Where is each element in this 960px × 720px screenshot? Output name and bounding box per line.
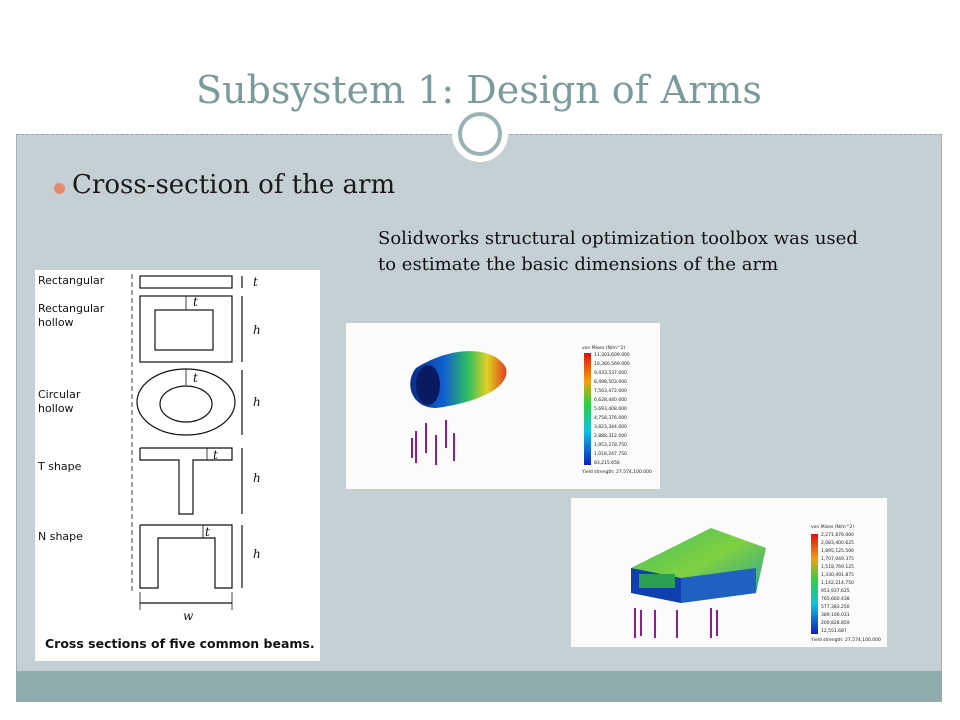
- svg-text:2,888,312.000: 2,888,312.000: [594, 433, 627, 439]
- sim-1-legend: von Mises (N/m^2) 11,303,609.000 10,360,…: [581, 345, 652, 475]
- shape-rect-hollow-inner: [154, 309, 214, 351]
- slide-title: Subsystem 1: Design of Arms: [196, 68, 762, 112]
- simulation-image-2: von Mises (N/m^2) 2,271,876.000 2,083,40…: [571, 498, 887, 647]
- simulation-2-drawing: von Mises (N/m^2) 2,271,876.000 2,083,40…: [631, 524, 881, 643]
- label-circular-hollow-1: Circular: [38, 388, 81, 401]
- sim-1-load-arrows: [411, 420, 455, 465]
- svg-text:5,693,408.000: 5,693,408.000: [594, 406, 627, 412]
- bullet-text: Cross-section of the arm: [72, 170, 396, 200]
- svg-text:11,303,609.000: 11,303,609.000: [594, 352, 630, 358]
- figure-caption: Cross sections of five common beams.: [45, 636, 315, 651]
- svg-text:9,433,537.000: 9,433,537.000: [594, 370, 627, 376]
- shape-n: [139, 524, 233, 589]
- dim-t-1: t: [253, 275, 258, 289]
- label-circular-hollow-2: hollow: [38, 402, 74, 415]
- sim-2-beam-hollow: [639, 574, 675, 588]
- dim-h-2: h: [253, 395, 261, 409]
- sim-2-legend: von Mises (N/m^2) 2,271,876.000 2,083,40…: [810, 524, 881, 643]
- label-rectangular: Rectangular: [38, 274, 105, 287]
- sim-1-part-end: [416, 365, 440, 405]
- bullet-dot: [54, 183, 65, 194]
- svg-text:83,215.656: 83,215.656: [594, 460, 620, 466]
- svg-text:765,660.438: 765,660.438: [821, 596, 850, 602]
- sim-2-beam-side: [681, 568, 756, 603]
- dim-t-2: t: [193, 295, 198, 309]
- label-t-shape: T shape: [37, 460, 82, 473]
- svg-text:1,518,769.125: 1,518,769.125: [821, 564, 854, 570]
- svg-text:von Mises (N/m^2): von Mises (N/m^2): [582, 345, 625, 351]
- dim-h-4: h: [253, 547, 261, 561]
- svg-text:1,707,049.375: 1,707,049.375: [821, 556, 854, 562]
- label-n-shape: N shape: [38, 530, 83, 543]
- svg-text:389,106.031: 389,106.031: [821, 612, 850, 618]
- dim-w: w: [183, 609, 194, 623]
- svg-text:4,758,376.000: 4,758,376.000: [594, 415, 627, 421]
- shape-circular-inner: [159, 385, 213, 423]
- dim-t-3: t: [193, 371, 198, 385]
- svg-text:577,383.250: 577,383.250: [821, 604, 850, 610]
- svg-text:2,083,400.625: 2,083,400.625: [821, 540, 854, 546]
- svg-text:1,330,491.875: 1,330,491.875: [821, 572, 854, 578]
- sim-2-load-arrows: [634, 608, 718, 638]
- footer-band: [16, 671, 942, 702]
- svg-text:1,018,247.750: 1,018,247.750: [594, 451, 627, 457]
- simulation-1-drawing: von Mises (N/m^2) 11,303,609.000 10,360,…: [410, 345, 652, 475]
- simulation-image-1: von Mises (N/m^2) 11,303,609.000 10,360,…: [346, 323, 660, 489]
- label-rectangular-hollow-1: Rectangular: [38, 302, 105, 315]
- title-ring-ornament: [452, 106, 508, 162]
- cross-section-figure: Rectangular Rectangular hollow Circular …: [35, 270, 320, 661]
- svg-text:10,360,569.000: 10,360,569.000: [594, 361, 630, 367]
- svg-text:7,563,472.000: 7,563,472.000: [594, 388, 627, 394]
- svg-text:6,628,440.000: 6,628,440.000: [594, 397, 627, 403]
- dim-h-1: h: [253, 323, 261, 337]
- svg-text:12,551.687: 12,551.687: [821, 628, 847, 634]
- svg-text:1,953,278.750: 1,953,278.750: [594, 442, 627, 448]
- sim-1-legend-bar: [584, 353, 591, 465]
- svg-text:von Mises (N/m^2): von Mises (N/m^2): [811, 524, 854, 530]
- svg-text:200,828.859: 200,828.859: [821, 620, 850, 626]
- description-text: Solidworks structural optimization toolb…: [378, 228, 858, 275]
- sim-2-legend-bar: [811, 534, 818, 634]
- shape-rectangular: [139, 275, 233, 289]
- dim-t-5: t: [205, 525, 210, 539]
- cross-section-drawing: Rectangular Rectangular hollow Circular …: [37, 274, 315, 651]
- svg-text:1,142,214.750: 1,142,214.750: [821, 580, 854, 586]
- svg-text:1,895,125.500: 1,895,125.500: [821, 548, 854, 554]
- label-rectangular-hollow-2: hollow: [38, 316, 74, 329]
- dim-t-4: t: [213, 448, 218, 462]
- dim-h-3: h: [253, 471, 261, 485]
- svg-text:8,498,503.000: 8,498,503.000: [594, 379, 627, 385]
- svg-text:2,271,876.000: 2,271,876.000: [821, 532, 854, 538]
- svg-text:3,823,344.000: 3,823,344.000: [594, 424, 627, 430]
- svg-text:Yield strength: 27,574,100.000: Yield strength: 27,574,100.000: [581, 469, 652, 475]
- svg-text:Yield strength: 27,574,100.000: Yield strength: 27,574,100.000: [810, 637, 881, 643]
- shape-t: [139, 447, 233, 515]
- svg-text:953,937.625: 953,937.625: [821, 588, 850, 594]
